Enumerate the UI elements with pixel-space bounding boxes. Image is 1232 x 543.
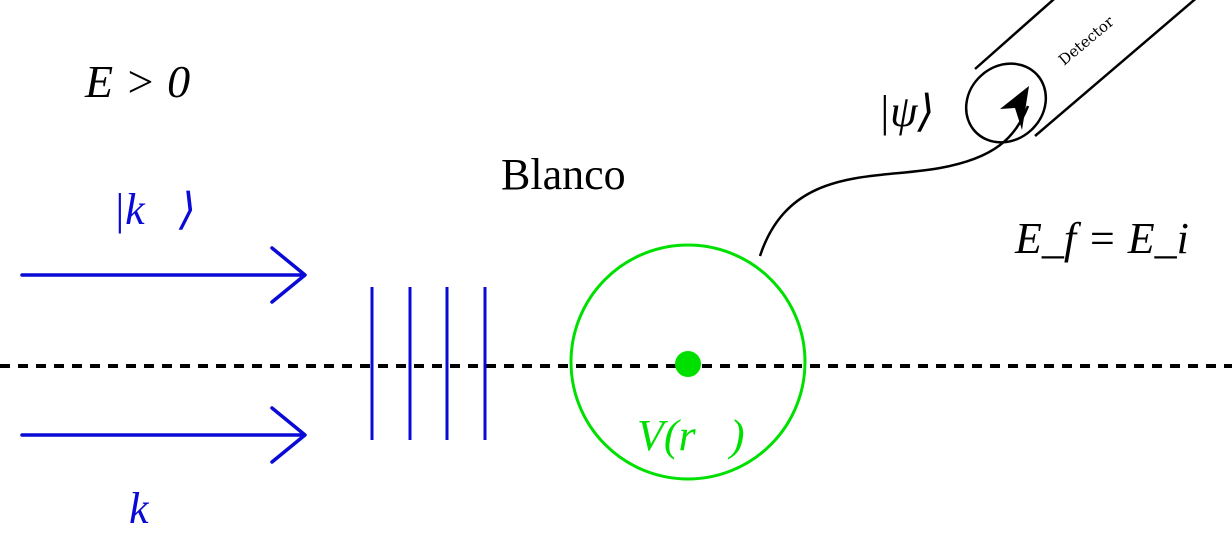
target-label: Blanco bbox=[501, 150, 626, 199]
energy-condition-label: E > 0 bbox=[84, 56, 190, 107]
energy-conservation-label: E_f = E_i bbox=[1014, 214, 1189, 263]
wavefronts bbox=[370, 287, 487, 440]
detector-aperture bbox=[964, 62, 1048, 144]
detector bbox=[964, 0, 1197, 144]
potential-label: V(r⃗) bbox=[637, 411, 745, 460]
scattered-ket-label: |ψ⟩ bbox=[878, 87, 935, 136]
target-nucleus-dot bbox=[675, 351, 701, 377]
potential-region-circle bbox=[569, 243, 807, 481]
incident-arrow-lower bbox=[20, 406, 307, 464]
detector-edge-upper bbox=[974, 0, 1055, 70]
detector-edge-lower bbox=[1034, 0, 1197, 137]
incident-arrow-upper bbox=[20, 246, 307, 304]
incident-ket-label: |k⃗⟩ bbox=[113, 185, 196, 234]
detector-label: Detector bbox=[1055, 12, 1118, 69]
scattered-path-arrowhead bbox=[1000, 86, 1029, 130]
scattered-path bbox=[758, 105, 1030, 257]
wavevector-label: k⃗ bbox=[129, 484, 183, 533]
